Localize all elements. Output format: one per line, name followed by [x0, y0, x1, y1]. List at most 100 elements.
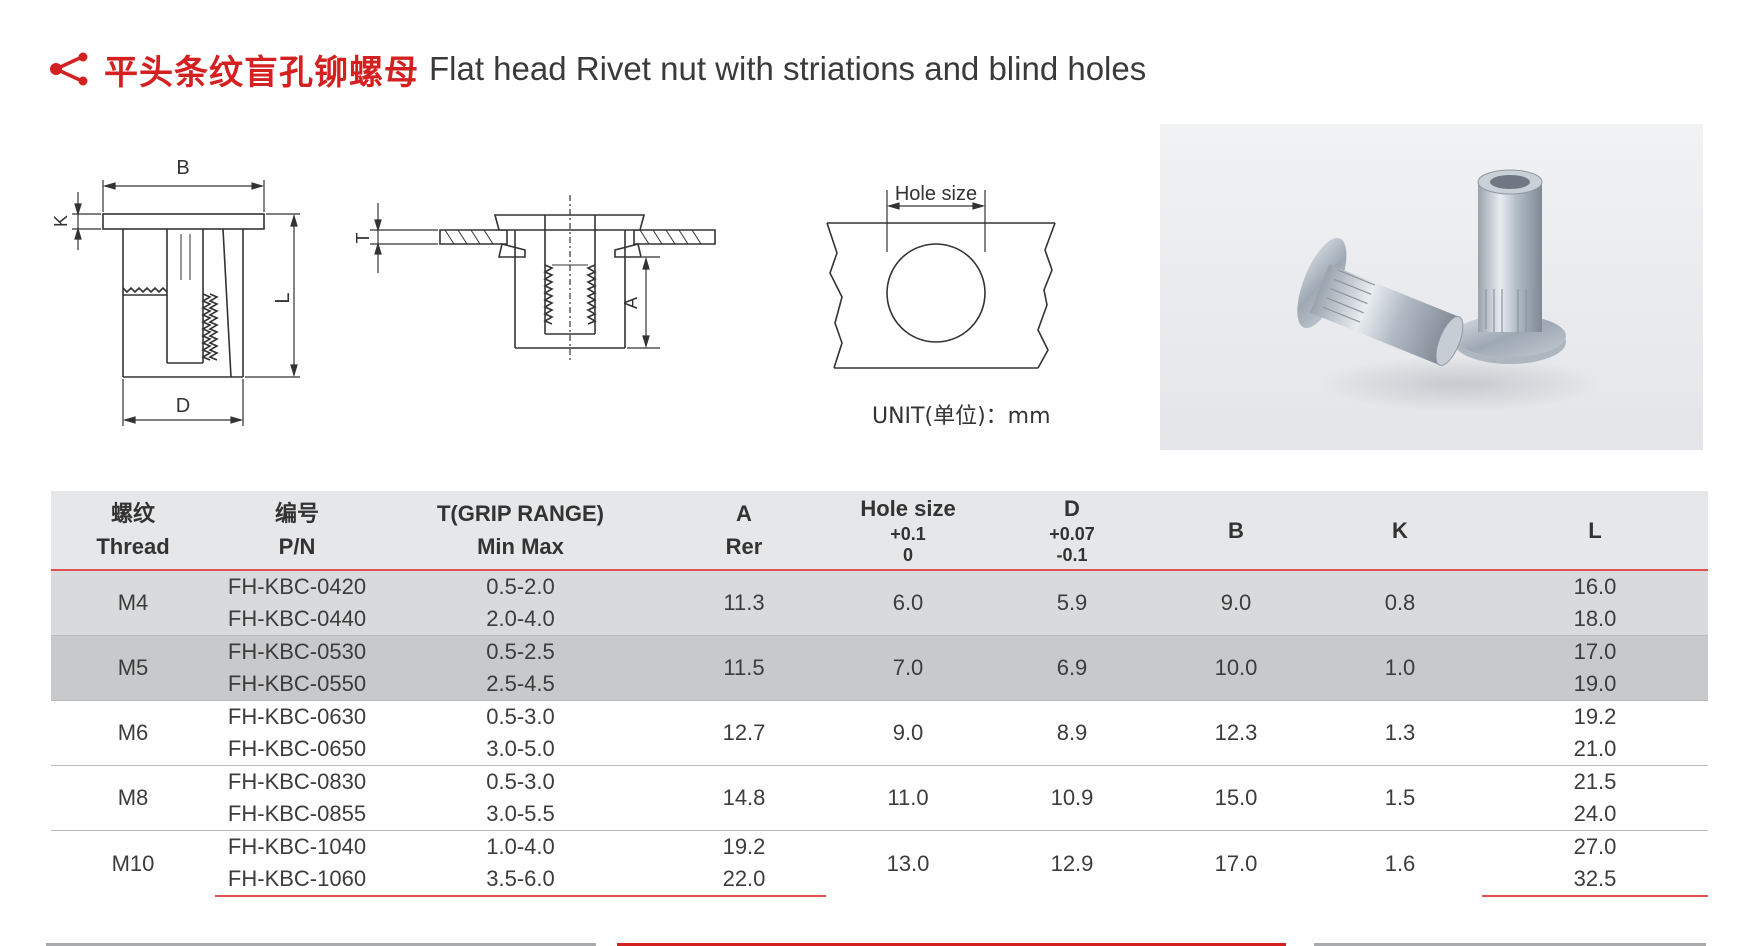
- cell-k: 1.0: [1318, 635, 1482, 701]
- cell-l: 27.0: [1482, 830, 1708, 863]
- col-header-grip-range: T(GRIP RANGE)Min Max: [379, 491, 662, 571]
- col-header-b: B: [1154, 491, 1318, 571]
- cell-pn: FH-KBC-0530: [215, 635, 379, 668]
- cell-pn: FH-KBC-0630: [215, 700, 379, 733]
- cell-l: 18.0: [1482, 603, 1708, 636]
- cell-k: 1.6: [1318, 830, 1482, 896]
- col-header-l: L: [1482, 491, 1708, 571]
- installed-nut-diagram: T A: [353, 195, 716, 360]
- cell-b: 12.3: [1154, 700, 1318, 766]
- cell-b: 10.0: [1154, 635, 1318, 701]
- footer-bar-right: [1314, 943, 1706, 946]
- footer-bar-left: [46, 943, 596, 946]
- table-row: FH-KBC-0650 3.0-5.0 21.0: [51, 733, 1708, 766]
- cell-pn: FH-KBC-0855: [215, 798, 379, 831]
- cell-pn: FH-KBC-0650: [215, 733, 379, 766]
- cell-k: 1.5: [1318, 765, 1482, 831]
- cell-l: 21.5: [1482, 765, 1708, 798]
- cell-grip: 0.5-2.0: [379, 570, 662, 603]
- cell-a: 12.7: [662, 700, 826, 766]
- label-t: T: [353, 233, 373, 244]
- cell-thread: M10: [51, 830, 215, 896]
- table-row: FH-KBC-0550 2.5-4.5 19.0: [51, 668, 1708, 701]
- cell-b: 17.0: [1154, 830, 1318, 896]
- cell-grip: 0.5-3.0: [379, 765, 662, 798]
- table-row: FH-KBC-1060 3.5-6.0 22.0 32.5: [51, 863, 1708, 897]
- cell-l: 32.5: [1482, 863, 1708, 897]
- cell-d: 5.9: [990, 570, 1154, 636]
- cell-grip: 0.5-3.0: [379, 700, 662, 733]
- table-row: FH-KBC-0855 3.0-5.5 24.0: [51, 798, 1708, 831]
- cell-hole: 7.0: [826, 635, 990, 701]
- label-d: D: [176, 395, 190, 417]
- cell-pn: FH-KBC-0440: [215, 603, 379, 636]
- cell-pn: FH-KBC-0550: [215, 668, 379, 701]
- hole-size-diagram: Hole size: [826, 183, 1056, 369]
- cell-l: 16.0: [1482, 570, 1708, 603]
- label-hole-size: Hole size: [895, 183, 977, 205]
- cell-l: 19.0: [1482, 668, 1708, 701]
- cell-grip: 0.5-2.5: [379, 635, 662, 668]
- cell-a: 19.2: [662, 830, 826, 863]
- cell-pn: FH-KBC-0420: [215, 570, 379, 603]
- cell-d: 6.9: [990, 635, 1154, 701]
- table-row: M5 FH-KBC-0530 0.5-2.5 11.5 7.0 6.9 10.0…: [51, 635, 1708, 701]
- cell-a: 11.3: [662, 570, 826, 636]
- col-header-d: D+0.07-0.1: [990, 491, 1154, 571]
- unit-note: UNIT(单位)：mm: [872, 404, 1051, 429]
- cell-grip: 2.0-4.0: [379, 603, 662, 636]
- cell-grip: 3.0-5.5: [379, 798, 662, 831]
- col-header-k: K: [1318, 491, 1482, 571]
- cell-b: 9.0: [1154, 570, 1318, 636]
- cell-pn: FH-KBC-1060: [215, 863, 379, 897]
- cell-a: 14.8: [662, 765, 826, 831]
- share-icon: [50, 52, 88, 86]
- table-row: M8 FH-KBC-0830 0.5-3.0 14.8 11.0 10.9 15…: [51, 765, 1708, 831]
- footer-bar-center: [617, 943, 1286, 946]
- title-chinese: 平头条纹盲孔铆螺母: [104, 52, 419, 93]
- table-row: M6 FH-KBC-0630 0.5-3.0 12.7 9.0 8.9 12.3…: [51, 700, 1708, 766]
- cell-d: 8.9: [990, 700, 1154, 766]
- cell-b: 15.0: [1154, 765, 1318, 831]
- cell-thread: M6: [51, 700, 215, 766]
- table-row: M10 FH-KBC-1040 1.0-4.0 19.2 13.0 12.9 1…: [51, 830, 1708, 896]
- label-a: A: [621, 297, 641, 309]
- cell-hole: 6.0: [826, 570, 990, 636]
- title-english: Flat head Rivet nut with striations and …: [429, 50, 1147, 87]
- cell-hole: 9.0: [826, 700, 990, 766]
- cell-thread: M8: [51, 765, 215, 831]
- cell-k: 1.3: [1318, 700, 1482, 766]
- table-row: FH-KBC-0440 2.0-4.0 18.0: [51, 603, 1708, 636]
- cell-hole: 11.0: [826, 765, 990, 831]
- cell-a: 11.5: [662, 635, 826, 701]
- cell-l: 19.2: [1482, 700, 1708, 733]
- table-row: M4 FH-KBC-0420 0.5-2.0 11.3 6.0 5.9 9.0 …: [51, 570, 1708, 636]
- cell-grip: 3.5-6.0: [379, 863, 662, 897]
- label-b: B: [176, 157, 189, 179]
- cell-grip: 3.0-5.0: [379, 733, 662, 766]
- cell-l: 21.0: [1482, 733, 1708, 766]
- cell-hole: 13.0: [826, 830, 990, 896]
- label-k: K: [51, 215, 71, 227]
- cell-pn: FH-KBC-1040: [215, 830, 379, 863]
- label-l: L: [272, 292, 294, 303]
- cell-a: 22.0: [662, 863, 826, 897]
- cell-d: 10.9: [990, 765, 1154, 831]
- cell-grip: 1.0-4.0: [379, 830, 662, 863]
- rivet-nut-section-diagram: B K L D: [51, 157, 300, 426]
- cell-l: 24.0: [1482, 798, 1708, 831]
- cell-thread: M5: [51, 635, 215, 701]
- product-photo: [1160, 124, 1703, 450]
- cell-thread: M4: [51, 570, 215, 636]
- cell-k: 0.8: [1318, 570, 1482, 636]
- cell-grip: 2.5-4.5: [379, 668, 662, 701]
- cell-l: 17.0: [1482, 635, 1708, 668]
- cell-d: 12.9: [990, 830, 1154, 896]
- page-title: 平头条纹盲孔铆螺母 Flat head Rivet nut with stria…: [48, 44, 1146, 94]
